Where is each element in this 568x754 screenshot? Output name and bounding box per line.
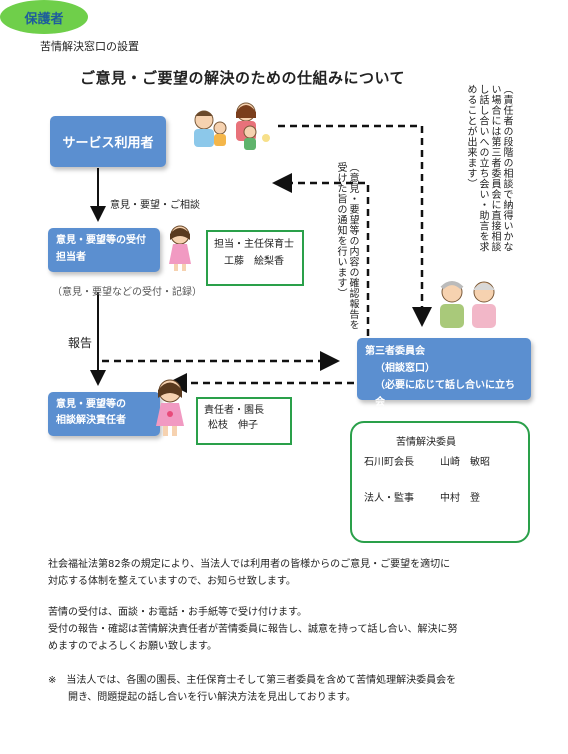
page-title: ご意見・ご要望の解決のための仕組みについて xyxy=(80,69,406,87)
para2-line2: 受付の報告・確認は苦情解決責任者が苦情委員に報告し、誠意を持って話し合い、解決に… xyxy=(48,624,458,635)
sekinin-role: 責任者・園長 xyxy=(204,405,264,416)
members-box: 苦情解決委員 石川町会長 山崎 敏昭 法人・監事 中村 登 xyxy=(350,421,530,543)
para2-line1: 苦情の受付は、面談・お電話・お手紙等で受け付けます。 xyxy=(48,607,307,618)
node-resolution-line1: 意見・要望等の xyxy=(56,399,126,410)
note-middle-vertical: （意見・要望等の内容の確認報告を受けた旨の通知を行います） xyxy=(335,162,358,330)
girl-illustration xyxy=(156,379,184,436)
note-line2: 開き、問題提起の話し合いを行い解決方法を見出しております。 xyxy=(48,692,356,703)
member-1-role: 石川町会長 xyxy=(364,457,414,468)
committee-line1: 第三者委員会 xyxy=(365,346,425,357)
body-note: ※ 当法人では、各園の園長、主任保育士そして第三者委員を含めて苦情処理解決委員会… xyxy=(48,672,456,706)
node-third-party-committee: 第三者委員会 （相談窓口） （必要に応じて話し合いに立ち会 xyxy=(357,338,531,408)
node-guardian: 保護者 xyxy=(0,0,88,34)
label-reception-note: （意見・要望などの受付・記録） xyxy=(52,287,202,298)
label-report: 報告 xyxy=(68,336,93,350)
label-consult: 意見・要望・ご相談 xyxy=(110,200,200,211)
member-2-role: 法人・監事 xyxy=(364,493,414,504)
body-paragraph-2: 苦情の受付は、面談・お電話・お手紙等で受け付けます。 受付の報告・確認は苦情解決… xyxy=(48,604,458,655)
member-1-name: 山崎 敏昭 xyxy=(440,457,490,468)
person-box-tanto: 担当・主任保育士 工藤 絵梨香 xyxy=(206,230,304,286)
note-right-vertical: （責任者の段階の相談で納得いかない場合には第三者委員会に直接相談し話し合いへの立… xyxy=(465,84,512,252)
committee-line2: （相談窓口） xyxy=(375,363,435,374)
arrow-committee-to-guardian xyxy=(272,173,370,336)
arrow-family-to-committee xyxy=(278,124,432,327)
tanto-name: 工藤 絵梨香 xyxy=(224,256,284,267)
node-reception-line2: 担当者 xyxy=(56,252,86,263)
elderly-couple-illustration xyxy=(440,281,496,328)
page-header: 苦情解決窓口の設置 xyxy=(40,40,139,53)
node-service-user: サービス利用者 xyxy=(50,116,166,167)
node-resolution: 意見・要望等の 相談解決責任者 xyxy=(48,392,160,436)
note-line1: ※ 当法人では、各園の園長、主任保育士そして第三者委員を含めて苦情処理解決委員会… xyxy=(48,675,457,686)
para2-line3: めますのでよろしくお願い致します。 xyxy=(48,641,217,652)
tanto-role: 担当・主任保育士 xyxy=(214,239,294,250)
sekinin-name: 松枝 伸子 xyxy=(208,420,258,431)
member-2-name: 中村 登 xyxy=(440,493,480,504)
members-heading: 苦情解決委員 xyxy=(396,437,456,448)
node-resolution-line2: 相談解決責任者 xyxy=(56,415,126,426)
family-illustration xyxy=(194,102,270,150)
para1-line2: 対応する体制を整えていますので、お知らせ致します。 xyxy=(48,576,296,587)
para1-line1: 社会福祉法第82条の規定により、当法人では利用者の皆様からのご意見・ご要望を適切… xyxy=(48,559,451,570)
person-box-sekinin: 責任者・園長 松枝 伸子 xyxy=(196,397,292,445)
node-reception: 意見・要望等の受付 担当者 xyxy=(48,228,160,272)
committee-line3: （必要に応じて話し合いに立ち会 xyxy=(375,380,515,408)
node-reception-line1: 意見・要望等の受付 xyxy=(56,235,146,246)
girl-illustration xyxy=(169,225,191,271)
body-paragraph-1: 社会福祉法第82条の規定により、当法人では利用者の皆様からのご意見・ご要望を適切… xyxy=(48,556,450,590)
